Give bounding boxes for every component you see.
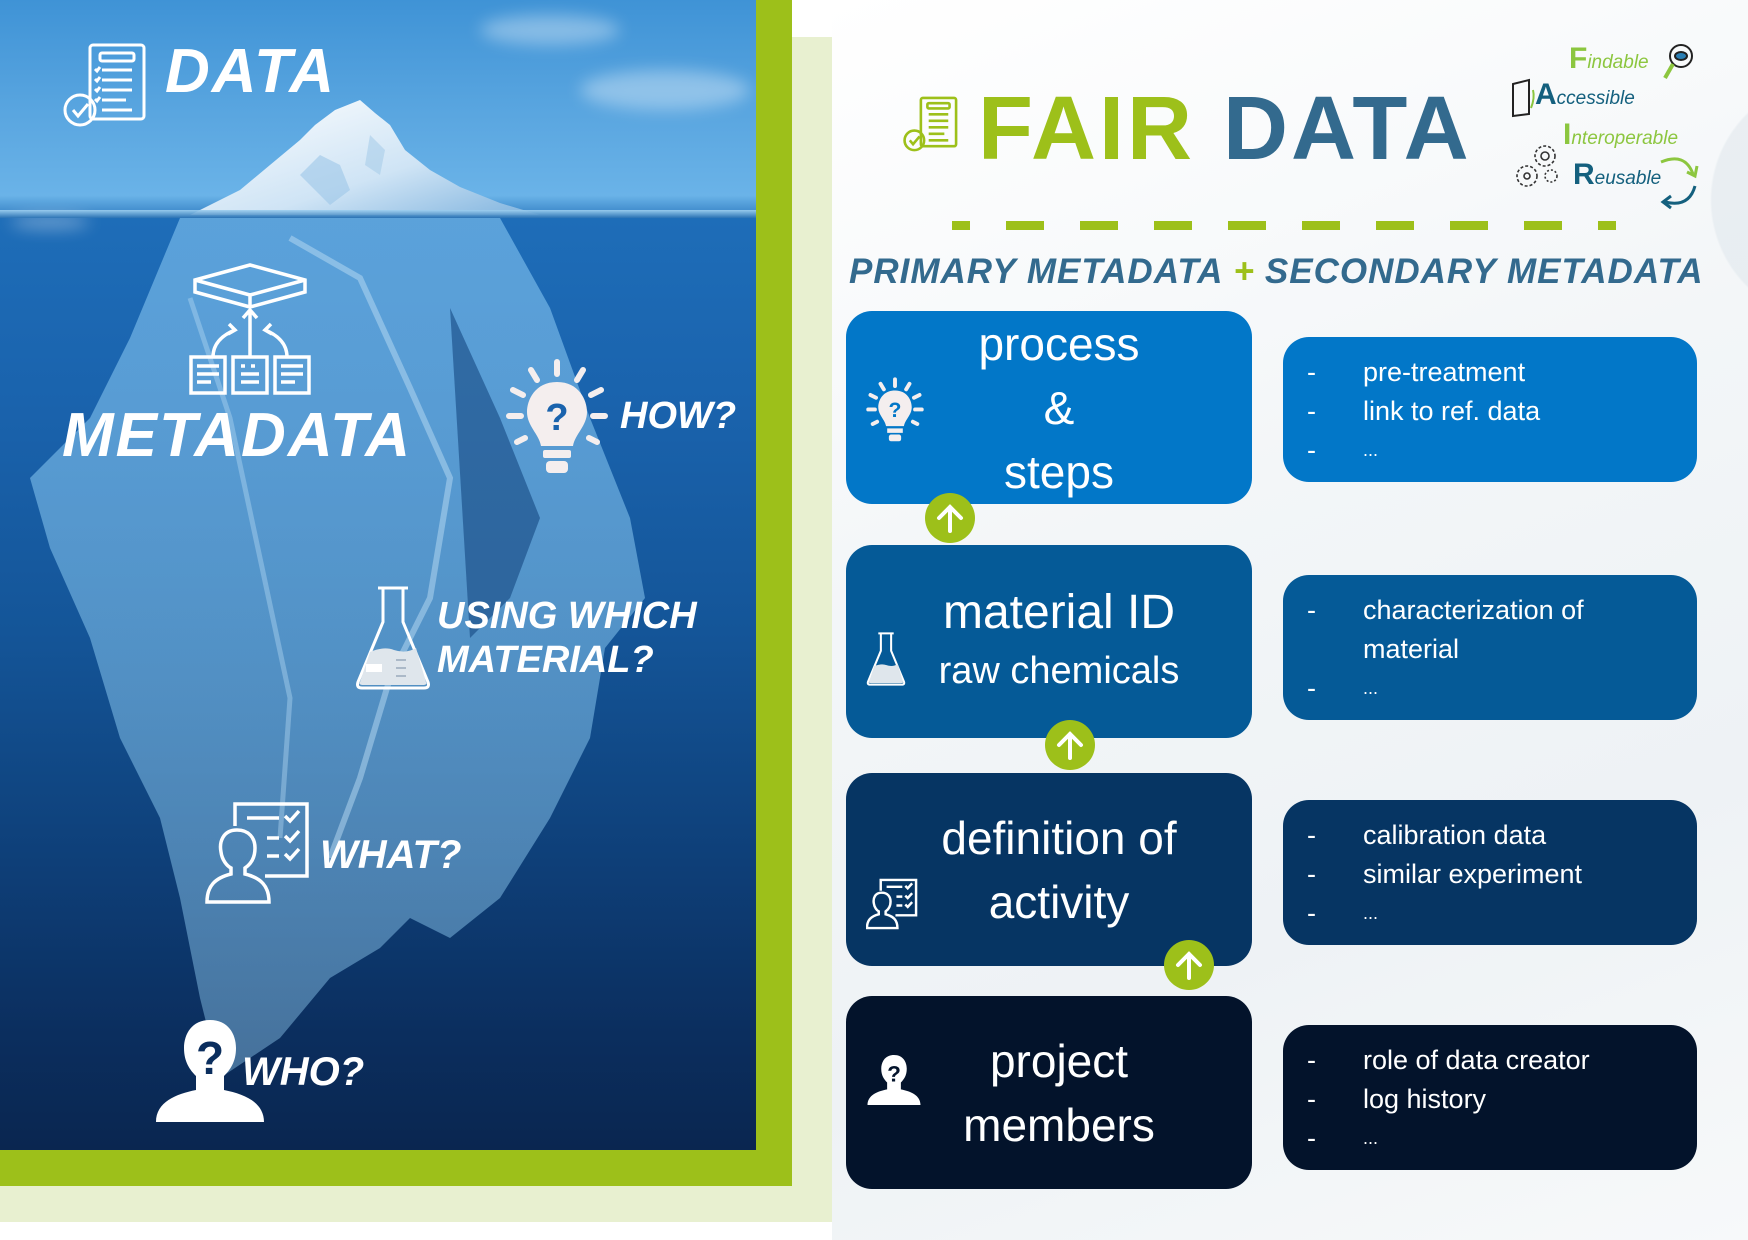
dashed-divider xyxy=(952,221,1616,231)
secondary-card-material: -characterization of material -... xyxy=(1283,575,1697,720)
primary-card-text: material ID raw chemicals xyxy=(938,585,1180,692)
list-item: -... xyxy=(1307,1123,1379,1153)
cloud xyxy=(480,15,620,45)
primary-card-members: ? project members xyxy=(846,996,1252,1189)
page-title: FAIR DATA xyxy=(978,78,1472,181)
svg-text:?: ? xyxy=(545,397,568,439)
iceberg-tip xyxy=(190,100,540,215)
plus-sign: + xyxy=(1233,252,1255,291)
material-question-line1: USING WHICH xyxy=(437,595,697,637)
iceberg-underwater xyxy=(30,218,645,1078)
material-question-label: USING WHICH MATERIAL? xyxy=(437,594,697,682)
gears-icon xyxy=(1516,145,1558,187)
list-item: -characterization of xyxy=(1307,595,1584,625)
cycle-arrows-icon xyxy=(1660,157,1699,210)
iceberg-panel: DATA METADATA ? HOW? USING WHICH MATERIA… xyxy=(0,0,756,1150)
list-item: -link to ref. data xyxy=(1307,396,1541,426)
svg-text:?: ? xyxy=(196,1032,224,1084)
primary-card-text: definition of activity xyxy=(941,811,1177,928)
secondary-card-activity: -calibration data -similar experiment -.… xyxy=(1283,800,1697,945)
how-question-label: HOW? xyxy=(620,395,737,437)
svg-text:?: ? xyxy=(889,399,902,422)
fair-accessible: Accessible xyxy=(1535,78,1635,111)
up-arrow-icon xyxy=(1045,720,1095,770)
checklist-document-icon xyxy=(63,43,146,127)
primary-metadata-heading: PRIMARY METADATA xyxy=(849,252,1224,291)
fair-findable: Findable xyxy=(1569,42,1649,75)
svg-text:?: ? xyxy=(887,1061,901,1086)
background-accent-block xyxy=(792,37,832,1222)
list-item: -role of data creator xyxy=(1307,1045,1590,1075)
secondary-card-process: -pre-treatment -link to ref. data -... xyxy=(1283,337,1697,482)
up-arrow-icon xyxy=(925,493,975,543)
list-item: -... xyxy=(1307,435,1379,465)
list-item: -... xyxy=(1307,673,1379,703)
person-checklist-icon xyxy=(866,878,918,930)
fair-interoperable: Interoperable xyxy=(1563,118,1679,151)
material-question-line2: MATERIAL? xyxy=(437,639,654,681)
list-item: -log history xyxy=(1307,1084,1487,1114)
data-aggregation-icon xyxy=(189,263,311,395)
background-accent-strip xyxy=(0,1186,832,1222)
metadata-subtitle: PRIMARY METADATA+SECONDARY METADATA xyxy=(849,252,1704,292)
data-label: DATA xyxy=(165,37,336,106)
person-question-icon: ? xyxy=(867,1054,921,1106)
list-item: -pre-treatment xyxy=(1307,357,1526,387)
secondary-metadata-heading: SECONDARY METADATA xyxy=(1264,252,1704,291)
flask-icon xyxy=(356,586,430,690)
cloud xyxy=(580,70,750,110)
list-item: -... xyxy=(1307,898,1379,928)
secondary-card-members: -role of data creator -log history -... xyxy=(1283,1025,1697,1170)
fair-reusable: Reusable xyxy=(1573,158,1662,191)
primary-card-text: process & steps xyxy=(978,317,1140,498)
primary-card-text: project members xyxy=(963,1034,1155,1151)
metadata-label: METADATA xyxy=(62,401,413,470)
lightbulb-question-icon: ? xyxy=(506,359,608,473)
primary-card-activity: definition of activity xyxy=(846,773,1252,966)
primary-card-process: ? process & steps xyxy=(846,311,1252,504)
water-line xyxy=(0,210,756,218)
cloud xyxy=(10,215,90,229)
title-fair: FAIR xyxy=(978,79,1196,179)
primary-card-material: material ID raw chemicals xyxy=(846,545,1252,738)
title-data: DATA xyxy=(1223,79,1472,179)
list-item: material xyxy=(1363,634,1460,664)
lightbulb-question-icon: ? xyxy=(866,377,924,442)
fair-principles-logo: Findable Accessible Interoperable Reusab… xyxy=(1505,42,1700,217)
up-arrow-icon xyxy=(1164,940,1214,990)
checklist-document-icon xyxy=(903,96,958,152)
magnifier-eye-icon xyxy=(1663,44,1693,79)
flask-icon xyxy=(866,632,906,686)
list-item: -calibration data xyxy=(1307,820,1547,850)
list-item: -similar experiment xyxy=(1307,859,1583,889)
who-question-label: WHO? xyxy=(242,1050,365,1094)
person-checklist-icon xyxy=(205,802,309,904)
what-question-label: WHAT? xyxy=(320,833,462,877)
person-question-icon: ? xyxy=(156,1020,264,1122)
door-icon xyxy=(1512,78,1535,118)
